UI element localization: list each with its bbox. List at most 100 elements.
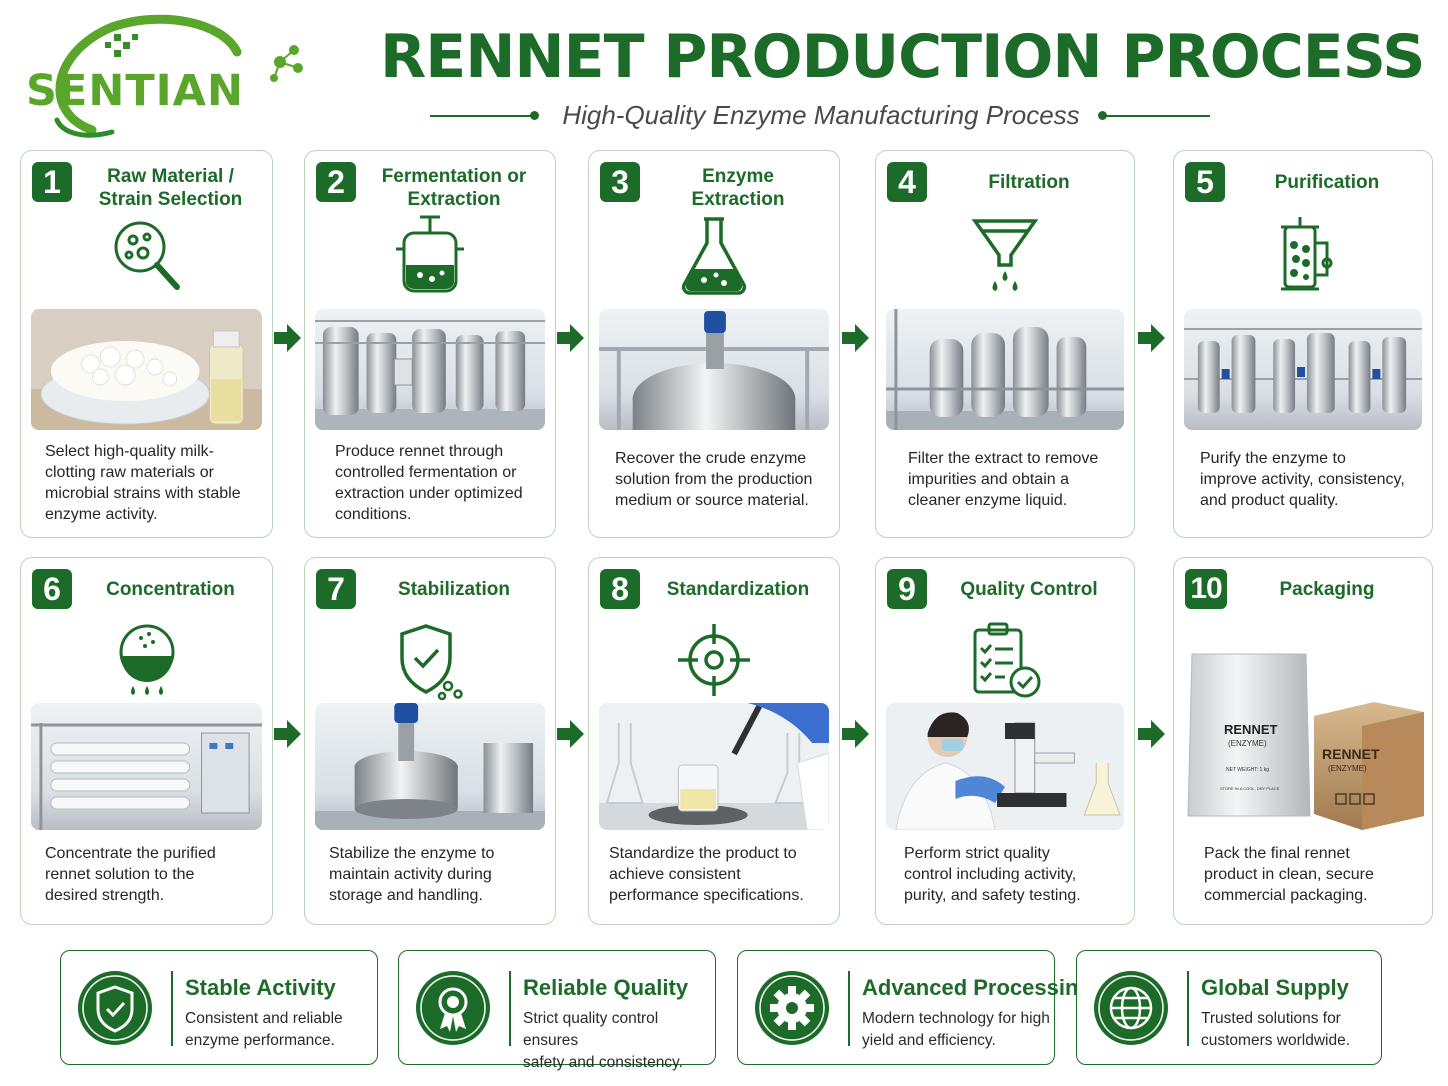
- step-card-9: 9 Quality Control Perform strict quality…: [875, 557, 1135, 925]
- desc-line: enzyme activity.: [45, 506, 158, 523]
- flask-icon: [681, 217, 747, 295]
- benefit-reliable-quality: Reliable Quality Strict quality control …: [398, 950, 716, 1071]
- desc-line: rennet solution to the: [45, 866, 195, 883]
- step-number: 5: [1185, 162, 1225, 202]
- subtitle-dot-left: [530, 111, 539, 120]
- gear-icon: [755, 971, 829, 1045]
- desc-line: Select high-quality milk-: [45, 443, 214, 460]
- arrow-right-icon: [274, 324, 301, 352]
- subtitle-row: High-Quality Enzyme Manufacturing Proces…: [430, 98, 1212, 132]
- benefit-title: Stable Activity: [185, 975, 336, 1000]
- target-crosshair-icon: [678, 624, 750, 696]
- desc-line: Trusted solutions for: [1201, 1010, 1341, 1027]
- arrow-right-icon: [1138, 720, 1165, 748]
- step-description: Select high-quality milk- clotting raw m…: [45, 441, 258, 525]
- pouch-storage: STORE IN A COOL, DRY PLACE: [1220, 786, 1280, 791]
- step-title: Quality Control: [960, 579, 1098, 600]
- desc-line: solution from the production: [615, 471, 813, 488]
- step-card-6: 6 Concentration Concentrate the purified…: [20, 557, 273, 925]
- desc-line: Standardize the product to: [609, 845, 797, 862]
- benefit-description: Modern technology for high yield and eff…: [862, 1008, 1050, 1052]
- desc-line: Consistent and reliable: [185, 1010, 343, 1027]
- step-title-line-1: Fermentation or: [381, 166, 527, 187]
- step-description: Stabilize the enzyme to maintain activit…: [329, 843, 541, 906]
- step-number: 4: [887, 162, 927, 202]
- lab-pipette-beaker-photo: [599, 703, 829, 830]
- step-card-8: 8 Standardization Standardize the produc…: [588, 557, 840, 925]
- step-description: Pack the final rennet product in clean, …: [1204, 843, 1418, 906]
- step-title-line-2: Extraction: [691, 189, 785, 210]
- arrow-right-icon: [557, 720, 584, 748]
- step-title-line-1: Raw Material /: [107, 166, 234, 187]
- desc-line: yield and efficiency.: [862, 1032, 996, 1049]
- desc-line: Perform strict quality: [904, 845, 1050, 862]
- step-card-1: 1 Raw Material / Strain Selection Select…: [20, 150, 273, 538]
- subtitle-rule-right: [1106, 115, 1210, 117]
- rennet-pouch-and-box-photo: RENNET (ENZYME) NET WEIGHT: 1 kg STORE I…: [1186, 646, 1424, 830]
- globe-icon: [1094, 971, 1168, 1045]
- step-title-line-2: Extraction: [407, 189, 501, 210]
- logo-swoosh-icon: [54, 14, 303, 138]
- desc-line: conditions.: [335, 506, 412, 523]
- membrane-concentration-unit-photo: [31, 703, 262, 830]
- desc-line: desired strength.: [45, 887, 165, 904]
- fermentation-tanks-photo: [315, 309, 545, 430]
- benefit-divider: [509, 971, 511, 1046]
- benefit-divider: [848, 971, 850, 1046]
- step-number: 10: [1185, 569, 1227, 609]
- desc-line: Modern technology for high: [862, 1010, 1050, 1027]
- desc-line: Stabilize the enzyme to: [329, 845, 495, 862]
- desc-line: performance specifications.: [609, 887, 804, 904]
- step-card-3: 3 Enzyme Extraction Recover the crude en…: [588, 150, 840, 538]
- step-description: Filter the extract to remove impurities …: [908, 448, 1120, 511]
- step-title-line-2: Strain Selection: [98, 189, 243, 210]
- subtitle-rule-left: [430, 115, 534, 117]
- desc-line: and product quality.: [1200, 492, 1339, 509]
- pouch-weight: NET WEIGHT: 1 kg: [1226, 767, 1269, 773]
- step-title: Raw Material / Strain Selection: [79, 165, 262, 211]
- desc-line: medium or source material.: [615, 492, 809, 509]
- desc-line: safety and consistency.: [523, 1054, 683, 1071]
- shield-check-icon: [400, 624, 463, 701]
- benefit-title: Advanced Processing: [862, 975, 1092, 1000]
- step-title: Concentration: [106, 579, 235, 600]
- step-card-5: 5 Purification Purify the enzyme to impr…: [1173, 150, 1433, 538]
- desc-line: maintain activity during: [329, 866, 492, 883]
- step-number: 3: [600, 162, 640, 202]
- benefit-description: Trusted solutions for customers worldwid…: [1201, 1008, 1350, 1052]
- desc-line: achieve consistent: [609, 866, 741, 883]
- award-ribbon-icon: [416, 971, 490, 1045]
- desc-line: Strict quality control ensures: [523, 1010, 659, 1049]
- desc-line: purity, and safety testing.: [904, 887, 1081, 904]
- step-title: Fermentation or Extraction: [363, 165, 545, 211]
- box-sublabel: (ENZYME): [1328, 764, 1367, 773]
- step-number: 7: [316, 569, 356, 609]
- step-description: Standardize the product to achieve consi…: [609, 843, 825, 906]
- step-title: Filtration: [988, 172, 1070, 193]
- step-number: 9: [887, 569, 927, 609]
- scientist-microscope-photo: [886, 703, 1124, 830]
- benefit-title: Reliable Quality: [523, 975, 689, 1000]
- step-card-4: 4 Filtration Filter the extract to remov…: [875, 150, 1135, 538]
- desc-line: Purify the enzyme to: [1200, 450, 1346, 467]
- step-card-2: 2 Fermentation or Extraction Produce ren…: [304, 150, 556, 538]
- pouch-label: RENNET: [1224, 722, 1278, 737]
- magnifier-cells-icon: [114, 221, 180, 290]
- purification-plant-photo: [1184, 309, 1422, 430]
- step-title: Purification: [1274, 172, 1380, 193]
- benefit-advanced-processing: Advanced Processing Modern technology fo…: [737, 950, 1092, 1065]
- arrow-right-icon: [1138, 324, 1165, 352]
- step-title-line-1: Enzyme: [702, 166, 774, 187]
- desc-line: Recover the crude enzyme: [615, 450, 807, 467]
- desc-line: cleaner enzyme liquid.: [908, 492, 1068, 509]
- cheese-curd-and-vial-photo: [31, 309, 262, 430]
- step-description: Recover the crude enzyme solution from t…: [615, 448, 825, 511]
- purification-column-icon: [1281, 217, 1333, 291]
- step-title: Stabilization: [398, 579, 510, 600]
- desc-line: storage and handling.: [329, 887, 483, 904]
- desc-line: Filter the extract to remove: [908, 450, 1099, 467]
- brand-logo: SENTIAN: [22, 12, 312, 142]
- funnel-filter-icon: [971, 219, 1039, 291]
- arrow-right-icon: [842, 720, 869, 748]
- pouch-sublabel: (ENZYME): [1228, 739, 1267, 748]
